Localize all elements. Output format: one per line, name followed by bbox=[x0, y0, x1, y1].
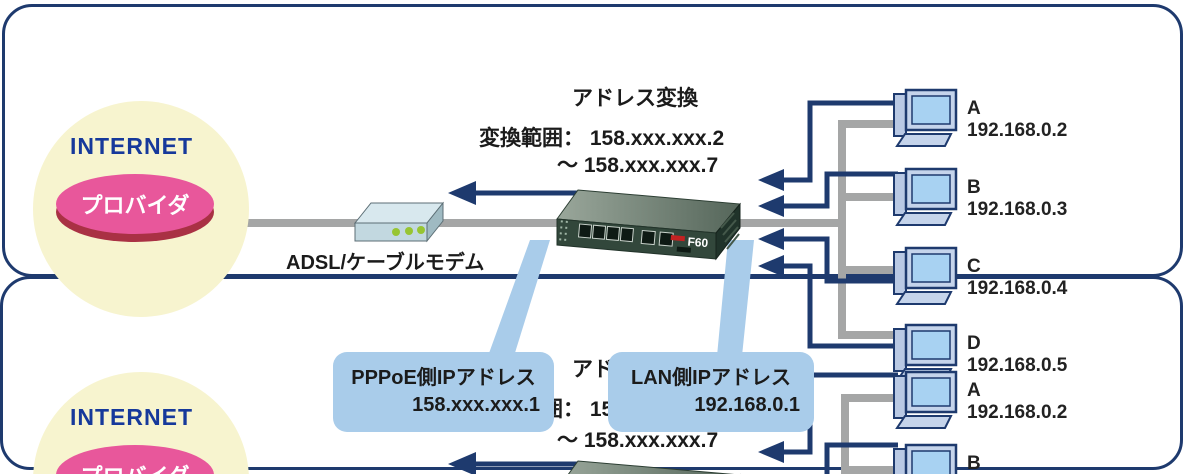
router-brand-logo bbox=[670, 235, 685, 242]
arrowhead-wan2-icon bbox=[448, 452, 476, 474]
computer-name: B bbox=[967, 177, 981, 198]
router-icon-1: F60 bbox=[556, 189, 741, 261]
modem-led-icon bbox=[405, 227, 413, 235]
lan-port-icon bbox=[605, 225, 621, 241]
pppoe-callout: PPPoE側IPアドレス 158.xxx.xxx.1 bbox=[333, 352, 554, 432]
computer-ip: 192.168.0.2 bbox=[967, 402, 1068, 423]
computer-ip: 192.168.0.2 bbox=[967, 120, 1068, 141]
wan-port-icon bbox=[640, 229, 656, 246]
computer-icon bbox=[893, 370, 958, 429]
arrowhead-c1-icon bbox=[758, 228, 784, 250]
lan-callout: LAN側IPアドレス 192.168.0.1 bbox=[608, 352, 814, 432]
computer-ip: 192.168.0.4 bbox=[967, 278, 1068, 299]
internet-label-2: INTERNET bbox=[70, 404, 193, 430]
arrowhead-d1-icon bbox=[758, 255, 784, 277]
computer-icon bbox=[893, 246, 958, 305]
computer-name: A bbox=[967, 380, 981, 401]
flow-a1 bbox=[784, 100, 898, 183]
modem-led-icon bbox=[392, 228, 400, 236]
flow-c1 bbox=[784, 236, 898, 284]
computer-c1: C 192.168.0.4 bbox=[893, 244, 1186, 306]
arrowhead-wan1-icon bbox=[448, 181, 476, 205]
computer-name: B bbox=[967, 453, 981, 474]
lan-port-icon bbox=[577, 223, 593, 239]
arrowheads bbox=[448, 169, 784, 474]
flow-d1 bbox=[784, 263, 898, 349]
computer-name: C bbox=[967, 256, 981, 277]
pppoe-callout-tail bbox=[488, 240, 550, 356]
arrowhead-b1-icon bbox=[758, 195, 784, 217]
lan-callout-line2: 192.168.0.1 bbox=[694, 394, 800, 416]
panel-top-border bbox=[2, 4, 1183, 277]
adsl-modem-icon bbox=[353, 201, 445, 243]
router-vents bbox=[720, 212, 740, 250]
provider-disc-1: プロバイダ bbox=[56, 174, 214, 234]
flow-lines bbox=[474, 100, 898, 474]
computer-b1: B 192.168.0.3 bbox=[893, 165, 1186, 227]
computer-name: D bbox=[967, 333, 981, 354]
lan-port-icon bbox=[619, 227, 634, 243]
computer-ip: 192.168.0.3 bbox=[967, 199, 1068, 220]
arrowhead-a1-icon bbox=[758, 169, 784, 191]
pppoe-callout-line1: PPPoE側IPアドレス bbox=[351, 367, 536, 389]
router-icon-2 bbox=[567, 460, 741, 474]
usb-port-icon bbox=[676, 246, 692, 253]
lan-callout-tail bbox=[717, 240, 754, 356]
pppoe-callout-line2: 158.xxx.xxx.1 bbox=[412, 394, 540, 416]
modem-label: ADSL/ケーブルモデム bbox=[286, 252, 485, 274]
computer-icon bbox=[893, 443, 958, 474]
flow-b2 bbox=[824, 442, 898, 474]
computer-name: A bbox=[967, 98, 981, 119]
computer-a2: A 192.168.0.2 bbox=[893, 368, 1186, 430]
computer-icon bbox=[893, 88, 958, 147]
nat-range-line2-2: ～ 158.xxx.xxx.7 bbox=[557, 429, 719, 452]
lan-port-icon bbox=[591, 224, 607, 240]
modem-led-icon bbox=[417, 226, 425, 234]
nat-title-1: アドレス変換 bbox=[572, 87, 698, 110]
lan-callout-line1: LAN側IPアドレス bbox=[631, 367, 791, 389]
computer-icon bbox=[893, 167, 958, 226]
router-model-label: F60 bbox=[687, 234, 709, 250]
computer-ip: 192.168.0.5 bbox=[967, 355, 1068, 376]
computer-b2: B 192.168.0.3 bbox=[893, 441, 1186, 474]
nat-range-line1-1: 変換範囲： 158.xxx.xxx.2 bbox=[479, 127, 725, 150]
flow-b1 bbox=[784, 171, 898, 209]
arrowhead-a2-icon bbox=[758, 441, 784, 463]
nat-range-line2-1: ～ 158.xxx.xxx.7 bbox=[557, 154, 719, 177]
computer-a1: A 192.168.0.2 bbox=[893, 86, 1186, 148]
internet-label-1: INTERNET bbox=[70, 133, 193, 159]
router-front-details: F60 bbox=[559, 220, 709, 253]
